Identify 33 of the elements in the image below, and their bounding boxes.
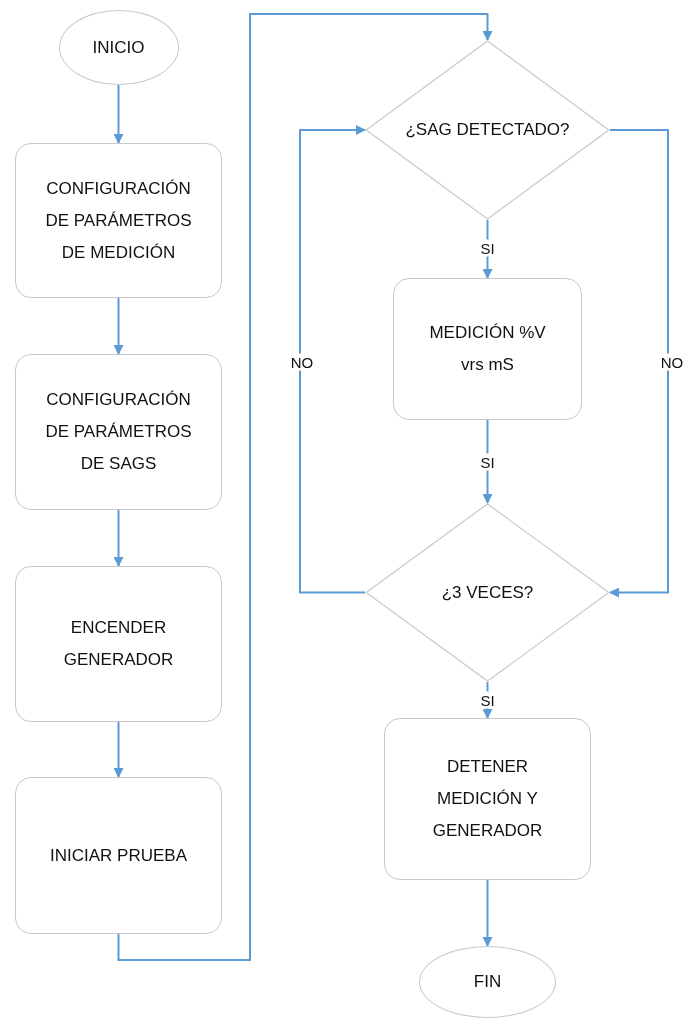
step-text: ¿SAG DETECTADO? [404,119,571,141]
process-box [15,566,222,722]
step-text: INICIAR PRUEBA [49,844,188,867]
step-text: CONFIGURACIÓN DE PARÁMETROS DE SAGS [44,389,193,475]
step-text: INICIO [91,36,146,59]
arrow [113,721,124,778]
edge-label: NO [289,353,315,371]
edge-label: NO [659,353,684,371]
edge-label: SI [479,453,496,471]
arrow [113,509,124,567]
arrow [113,297,124,355]
process-box [384,718,591,880]
arrow [482,879,493,947]
step-text: ENCENDER GENERADOR [62,617,175,671]
arrow [482,219,493,279]
arrow [117,13,493,961]
step-text: ¿3 VECES? [440,581,535,604]
step-text: DETENER MEDICIÓN Y GENERADOR [431,756,544,842]
decision-diamond [365,503,610,682]
step-text: FIN [472,971,503,993]
decision-diamond [365,40,610,220]
step-text: MEDICIÓN %V vrs mS [428,322,547,376]
process-box [15,777,222,934]
process-box [393,278,582,420]
arrow [299,125,366,594]
arrow [113,84,124,144]
process-box [15,143,222,298]
edge-label: SI [479,691,496,709]
arrow [482,419,493,504]
process-box [15,354,222,510]
arrow [609,129,669,598]
step-text: CONFIGURACIÓN DE PARÁMETROS DE MEDICIÓN [44,177,193,264]
edge-label: SI [479,239,496,257]
